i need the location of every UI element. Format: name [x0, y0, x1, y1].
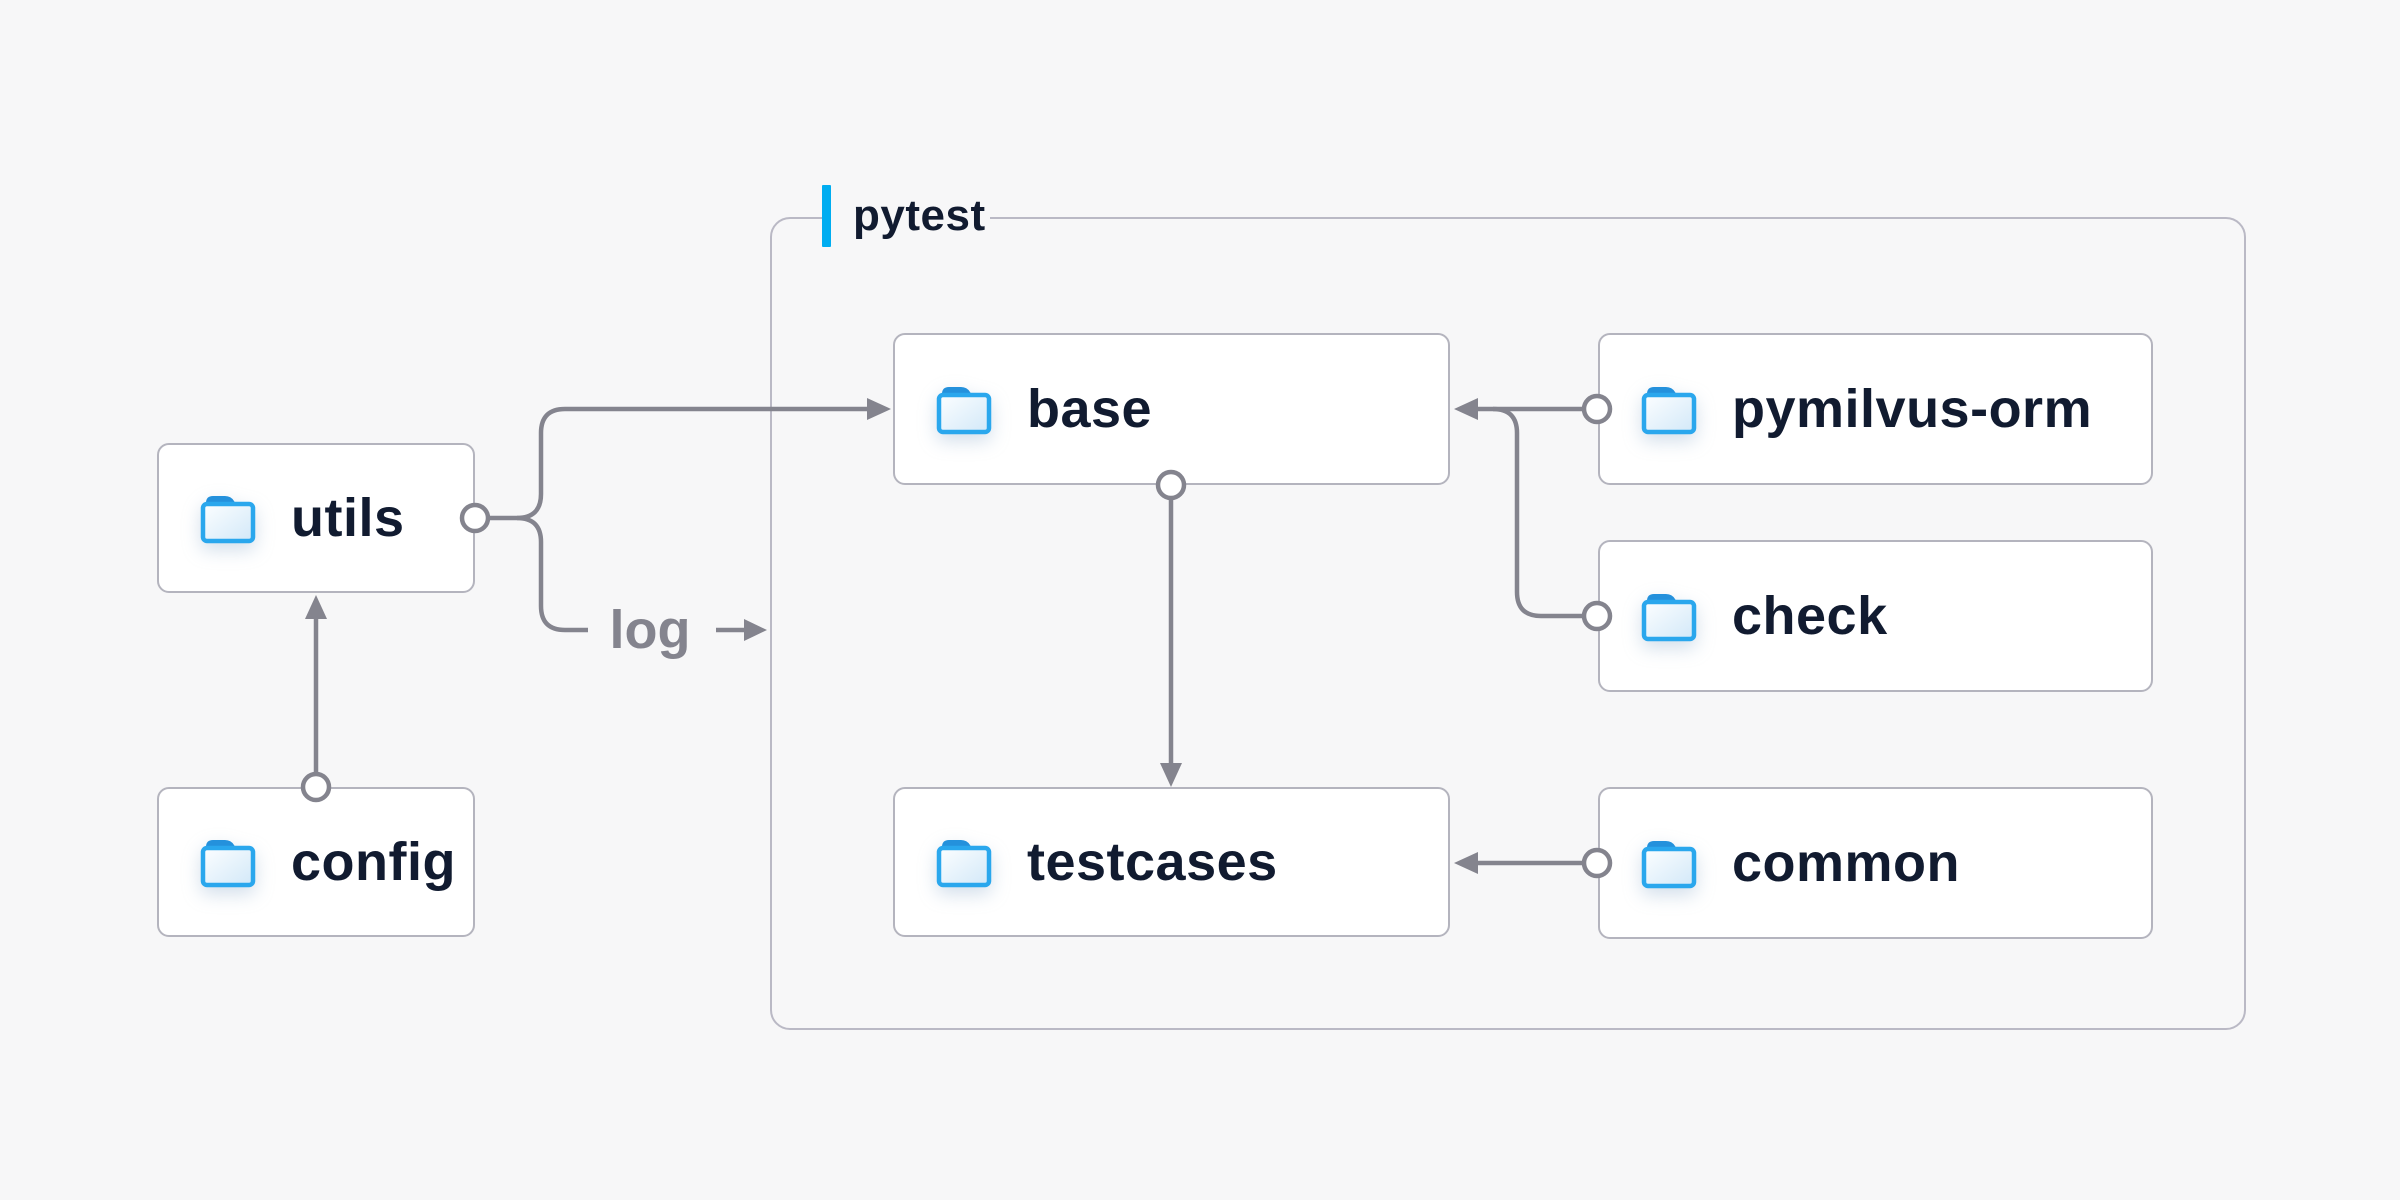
folder-icon [1641, 841, 1697, 889]
node-label: config [291, 832, 456, 892]
node-testcases: testcases [893, 787, 1450, 937]
edge-config-utils [300, 595, 332, 803]
node-label: pymilvus-orm [1732, 379, 2093, 439]
log-edge-label: log [609, 600, 691, 660]
pytest-container [770, 217, 2246, 1030]
edge-log-arrow [716, 619, 767, 641]
node-pymilvus-orm: pymilvus-orm [1598, 333, 2153, 485]
node-base: base [893, 333, 1450, 485]
node-check: check [1598, 540, 2153, 692]
node-label: common [1732, 833, 1961, 893]
folder-icon [1641, 594, 1697, 642]
folder-icon [1641, 387, 1697, 435]
node-label: utils [291, 488, 405, 548]
folder-icon [200, 840, 256, 888]
pytest-container-label: pytest [822, 183, 990, 249]
node-label: base [1027, 379, 1153, 439]
node-utils: utils [157, 443, 475, 593]
node-common: common [1598, 787, 2153, 939]
folder-icon [936, 840, 992, 888]
node-label: check [1732, 586, 1888, 646]
accent-bar-icon [822, 185, 831, 247]
node-label: testcases [1027, 832, 1278, 892]
folder-icon [936, 387, 992, 435]
folder-icon [200, 496, 256, 544]
node-config: config [157, 787, 475, 937]
pytest-label-text: pytest [853, 191, 986, 240]
